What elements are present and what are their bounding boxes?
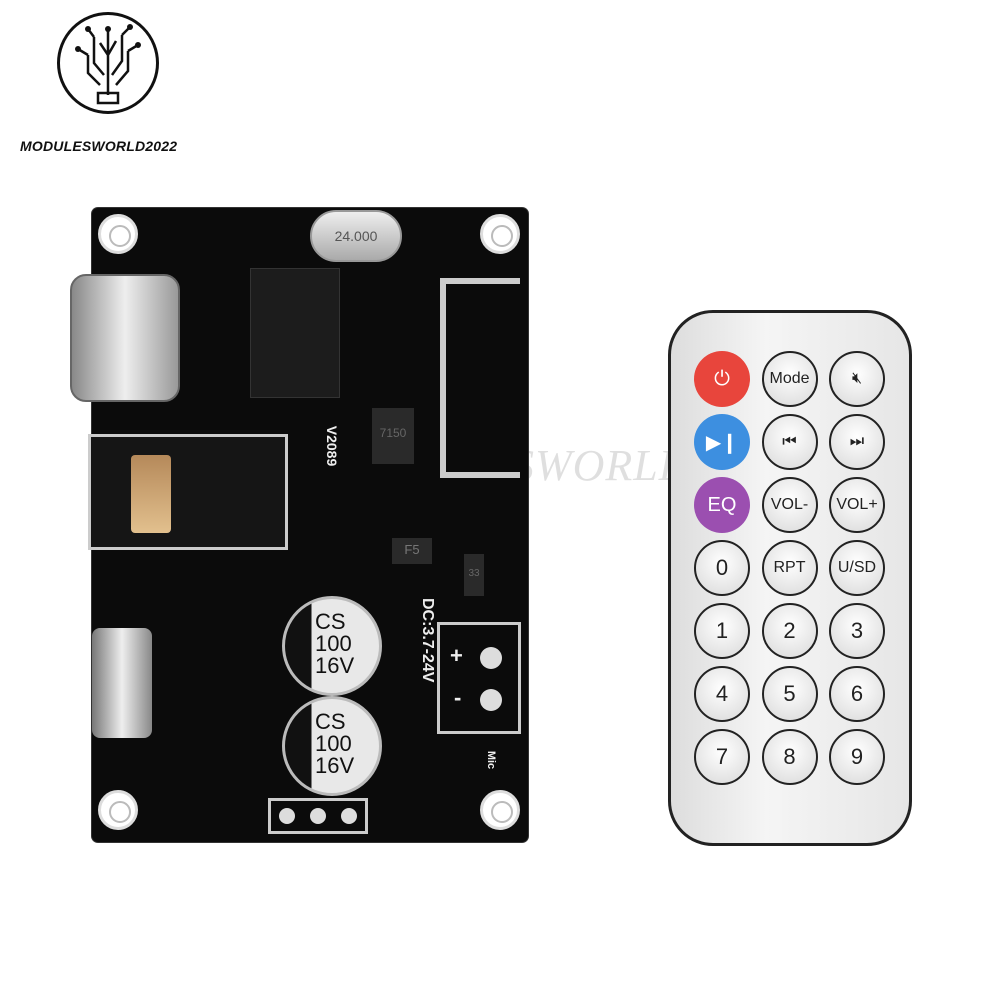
bluetooth-antenna <box>440 278 520 478</box>
brand-logo <box>57 12 159 114</box>
previous-icon: ⏮︎ <box>782 433 797 450</box>
crystal-oscillator: 24.000 <box>310 210 402 262</box>
mute-icon: 🔇︎ <box>851 370 863 387</box>
remote-button-rpt[interactable]: RPT <box>761 540 818 596</box>
remote-button-0[interactable]: 0 <box>694 540 750 596</box>
remote-button-4[interactable]: 4 <box>694 666 750 722</box>
circuit-bulb-icon <box>75 24 141 105</box>
version-label: V2089 <box>324 425 341 467</box>
remote-button-eq[interactable]: EQ <box>694 477 750 533</box>
remote-button-vol[interactable]: VOL+ <box>829 477 885 533</box>
remote-button-3[interactable]: 3 <box>829 603 885 659</box>
power-label: DC:3.7-24V <box>419 598 436 683</box>
next-icon: ⏭︎ <box>849 433 865 450</box>
remote-button-8[interactable]: 8 <box>761 729 818 785</box>
remote-button-mute[interactable]: 🔇︎ <box>829 351 885 407</box>
ic-chip <box>250 268 340 398</box>
remote-button-play-pause[interactable]: ▶❙ <box>694 414 750 470</box>
play-pause-icon: ▶❙ <box>705 431 739 454</box>
remote-button-1[interactable]: 1 <box>694 603 750 659</box>
mount-hole <box>98 790 138 830</box>
mic-label: Mic <box>485 750 498 770</box>
mount-hole <box>98 214 138 254</box>
mount-hole <box>480 790 520 830</box>
remote-button-vol[interactable]: VOL- <box>761 477 818 533</box>
remote-button-mode[interactable]: Mode <box>761 351 818 407</box>
diode: 33 <box>464 554 484 596</box>
remote-button-9[interactable]: 9 <box>829 729 885 785</box>
pin-header <box>268 798 368 834</box>
fuse: F5 <box>392 538 432 564</box>
brand-name: MODULESWORLD2022 <box>20 138 178 154</box>
remote-button-u-sd[interactable]: U/SD <box>829 540 885 596</box>
remote-button-6[interactable]: 6 <box>829 666 885 722</box>
remote-button-next[interactable]: ⏭︎ <box>829 414 885 470</box>
ir-receiver <box>92 628 152 738</box>
remote-button-7[interactable]: 7 <box>694 729 750 785</box>
power-icon: ⏻ <box>714 367 730 390</box>
remote-button-previous[interactable]: ⏮︎ <box>761 414 818 470</box>
power-terminal: + - <box>437 622 521 734</box>
remote-button-power[interactable]: ⏻ <box>694 351 750 407</box>
regulator: 7150 <box>372 408 414 464</box>
usb-c-port <box>70 274 180 402</box>
remote-button-5[interactable]: 5 <box>761 666 818 722</box>
remote-button-2[interactable]: 2 <box>761 603 818 659</box>
audio-jack <box>88 434 288 550</box>
mount-hole <box>480 214 520 254</box>
